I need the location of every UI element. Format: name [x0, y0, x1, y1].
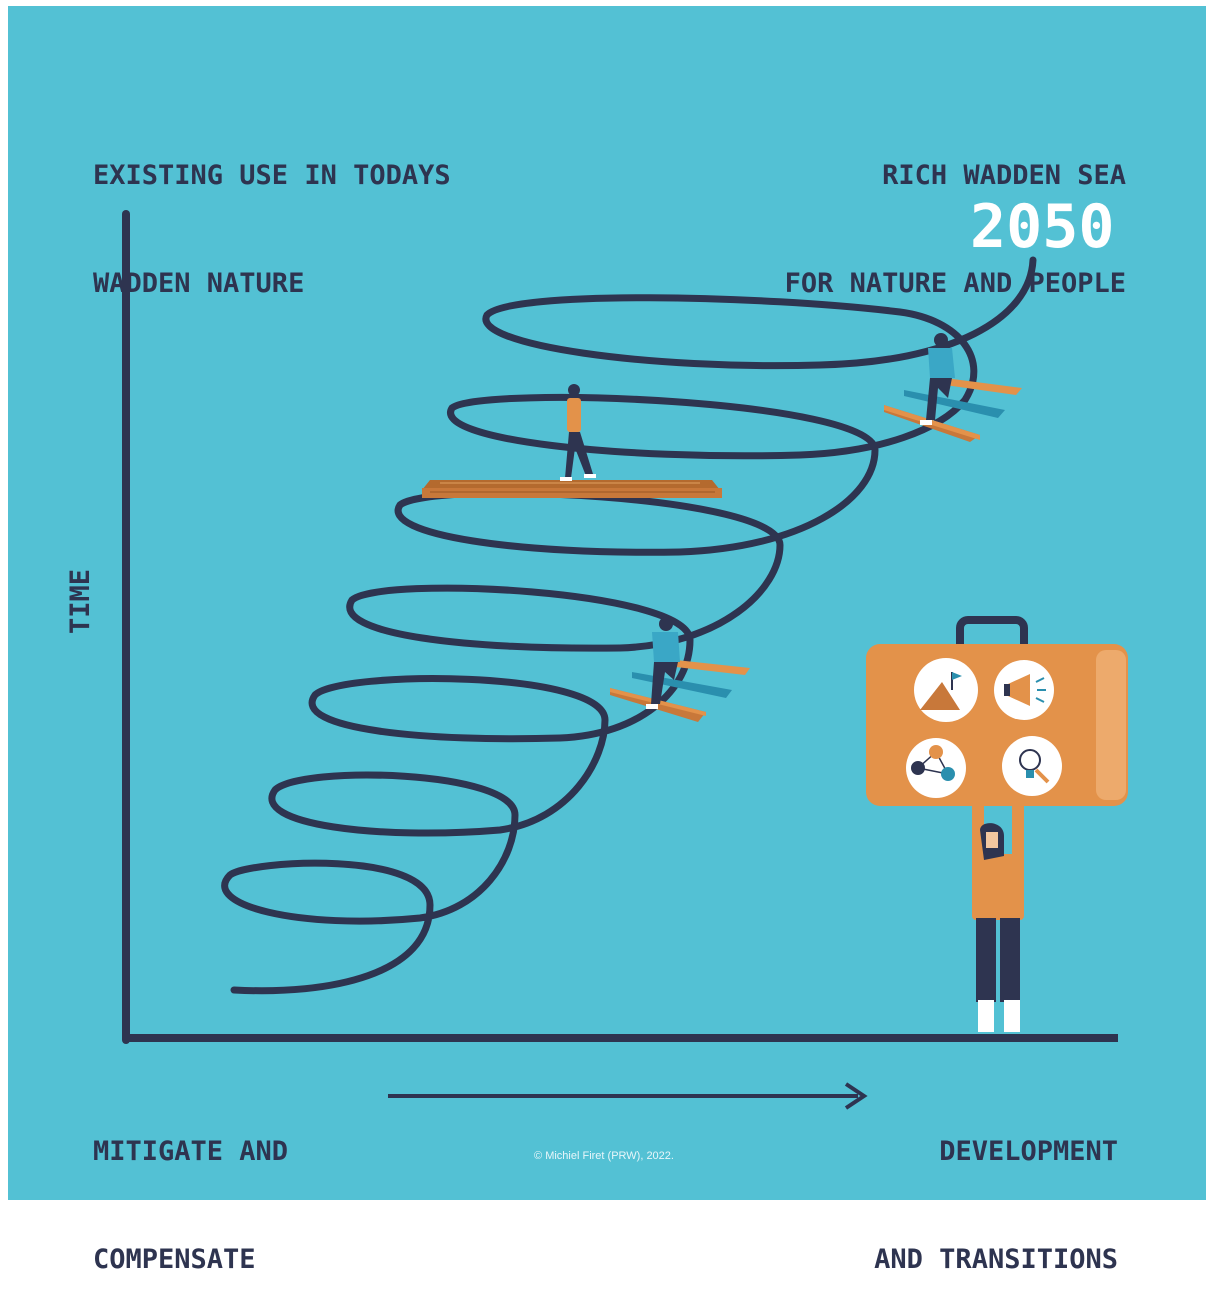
- top-left-line1: EXISTING USE IN TODAYS: [93, 160, 451, 191]
- credit-text: © Michiel Firet (PRW), 2022.: [534, 1150, 674, 1162]
- y-axis-label: TIME: [65, 568, 97, 635]
- walking-person: [560, 384, 596, 481]
- top-left-label: EXISTING USE IN TODAYS WADDEN NATURE: [93, 86, 451, 338]
- diagram-artwork: [122, 210, 1128, 1110]
- top-left-line2: WADDEN NATURE: [93, 268, 305, 299]
- top-right-line1: RICH WADDEN SEA: [882, 160, 1126, 191]
- bottom-right-line1: DEVELOPMENT: [939, 1136, 1118, 1167]
- person-holding-suitcase: [972, 806, 1024, 1032]
- progress-arrow: [388, 1082, 868, 1110]
- bottom-left-line2: COMPENSATE: [93, 1244, 256, 1275]
- suitcase: [866, 616, 1128, 806]
- top-right-line2: FOR NATURE AND PEOPLE: [784, 268, 1126, 299]
- mountain-flag-icon: [914, 658, 978, 722]
- lightbulb-icon: [1002, 736, 1062, 796]
- year-label: 2050: [970, 192, 1115, 262]
- climbing-person-lower: [646, 617, 680, 709]
- megaphone-icon: [994, 660, 1054, 720]
- top-right-label: RICH WADDEN SEA FOR NATURE AND PEOPLE: [785, 86, 1126, 338]
- wooden-platform: [422, 480, 722, 498]
- climbing-person-upper: [920, 333, 955, 425]
- looping-path: [221, 256, 1037, 995]
- lower-stairs: [610, 660, 750, 722]
- bottom-right-label: DEVELOPMENT AND TRANSITIONS: [874, 1062, 1118, 1314]
- bottom-left-label: MITIGATE AND COMPENSATE: [93, 1062, 288, 1314]
- bottom-right-line2: AND TRANSITIONS: [874, 1244, 1118, 1275]
- network-people-icon: [906, 738, 966, 798]
- bottom-left-line1: MITIGATE AND: [93, 1136, 289, 1167]
